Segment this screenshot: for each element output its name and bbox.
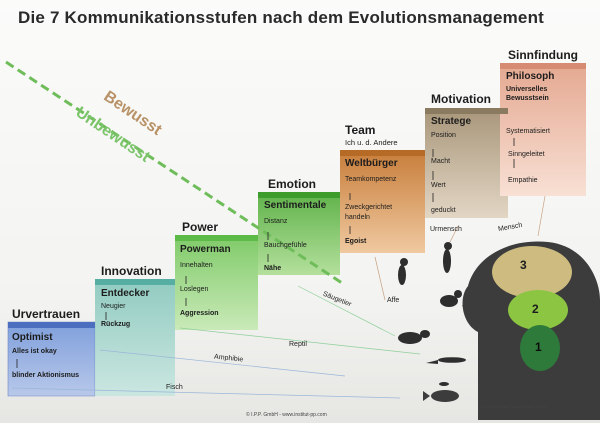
step-power-shape [175,235,258,330]
stage-emotion-role: Sentimentale [264,200,327,211]
stage-innovation-name: Innovation [101,264,162,278]
label-reptil: Reptil [289,341,307,348]
stage-emotion-item-1: Distanz [264,218,288,225]
stage-motivation-item-1: Position [431,132,456,139]
evolution-figures [398,242,466,402]
stage-motivation-item-3: Wert [431,182,446,189]
label-fisch: Fisch [166,384,183,391]
footer-copyright: © I.P.P. GmbH - www.institut-pp.com [246,412,327,418]
stage-team-name: Team [345,123,376,137]
step-team-shape [340,150,425,253]
stage-urvertrauen-item-2: blinder Aktionismus [12,372,80,379]
stage-innovation-item-2: Rückzug [101,321,131,328]
stage-power-item-1: Innehalten [180,262,213,269]
stage-sinnfindung-item-2: Sinngeleitet [508,151,545,158]
step-innovation-shape [95,279,175,396]
stage-team-item-1: Teamkompetenz [345,176,397,183]
step-motivation-shape [425,108,508,218]
brain-number-2: 2 [532,302,539,316]
brain-head-illustration [462,241,600,420]
stage-team-role: Weltbürger [345,158,398,169]
stage-sinnfindung-name: Sinnfindung [508,48,578,62]
stage-sinnfindung-item-3: Empathie [508,177,538,184]
stage-power-name: Power [182,220,219,234]
brain-number-1: 1 [535,340,542,354]
stage-power-role: Powerman [180,244,231,255]
step-sinnfindung-shape [500,63,586,196]
stage-motivation-item-2: Macht [431,158,451,165]
label-affe: Affe [387,297,400,304]
stage-team-item-2: Zweckgerichtet handeln [345,204,393,221]
page-title: Die 7 Kommunikationsstufen nach dem Evol… [18,8,545,27]
stage-motivation-name: Motivation [431,92,491,106]
stage-emotion-item-2: Bauchgefühle [264,242,307,249]
stage-urvertrauen-item-1: Alles ist okay [12,348,57,355]
stage-sinnfindung-role: Philosoph [506,71,555,82]
stage-emotion-item-3: Nähe [264,265,282,272]
stage-urvertrauen-name: Urvertrauen [12,307,81,321]
stage-motivation-item-4: geduckt [431,207,456,214]
stage-sinnfindung-item-1: Systematisiert [506,128,550,135]
stage-emotion-name: Emotion [268,177,316,191]
stage-sinnfindung-role-sub: Universelles Bewusstsein [506,86,549,102]
brain-number-3: 3 [520,258,527,272]
label-urmensch: Urmensch [430,226,462,233]
footer-publisher: © Kaiser-Verlag, Das bewegte Gehirn [480,404,547,409]
step-emotion-shape [258,192,340,275]
stage-team-subtitle: Ich u. d. Andere [345,138,398,147]
stage-team-item-3: Egoist [345,238,367,245]
stage-innovation-role: Entdecker [101,288,150,299]
stage-urvertrauen-role: Optimist [12,332,53,343]
stage-innovation-item-1: Neugier [101,303,126,310]
stage-power-item-2: Loslegen [180,286,209,293]
stage-power-item-3: Aggression [180,310,219,317]
stage-motivation-role: Stratege [431,116,472,127]
